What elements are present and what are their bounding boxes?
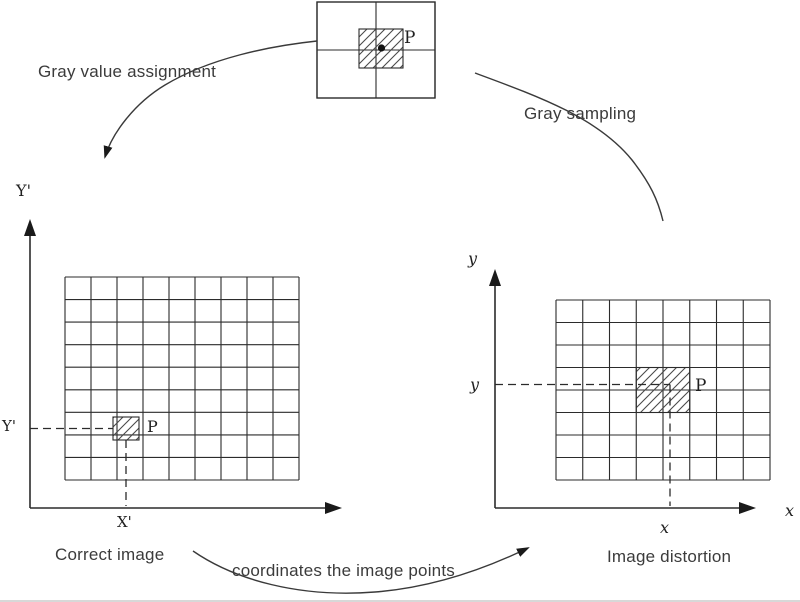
pixel-neighborhood-box (316, 1, 436, 99)
correct-y-axis-title: Y' (16, 181, 31, 200)
correct-image-caption: Correct image (55, 545, 165, 564)
correct-x-axis-arrow-icon (325, 502, 342, 514)
coordinates-note-label: coordinates the image points (232, 561, 455, 580)
gray-value-assignment-arrow (103, 40, 318, 159)
flow-arrows (103, 40, 664, 594)
correct-point-p-label: P (147, 417, 158, 436)
distortion-hatched-cells (635, 366, 691, 414)
distortion-x-axis-arrow-icon (739, 502, 756, 514)
correct-x-tick-label: X' (117, 513, 132, 531)
correct-image-grid (64, 276, 300, 481)
correct-y-tick-label: Y' (2, 417, 17, 435)
image-distortion-caption: Image distortion (607, 547, 732, 566)
correct-image-figure (24, 219, 342, 514)
pixel-box-point-p-label: P (404, 28, 416, 48)
correct-y-axis-arrow-icon (24, 219, 36, 236)
distortion-y-tick-label: y (470, 375, 480, 394)
distortion-x-tick-label: x (660, 518, 670, 537)
image-distortion-figure (489, 269, 771, 514)
point-p-dot (377, 44, 386, 52)
gray-sampling-curve (474, 72, 664, 222)
gray-value-assignment-label: Gray value assignment (38, 62, 217, 81)
distortion-y-axis-title: y (468, 249, 478, 268)
coordinates-mapping-arrow (192, 547, 530, 594)
gray-sampling-label: Gray sampling (524, 104, 637, 123)
distortion-point-p-label: P (695, 376, 707, 396)
distortion-y-axis-arrow-icon (489, 269, 501, 286)
distortion-x-axis-title: x (785, 501, 795, 520)
correct-image-hatched-cell (112, 416, 140, 441)
